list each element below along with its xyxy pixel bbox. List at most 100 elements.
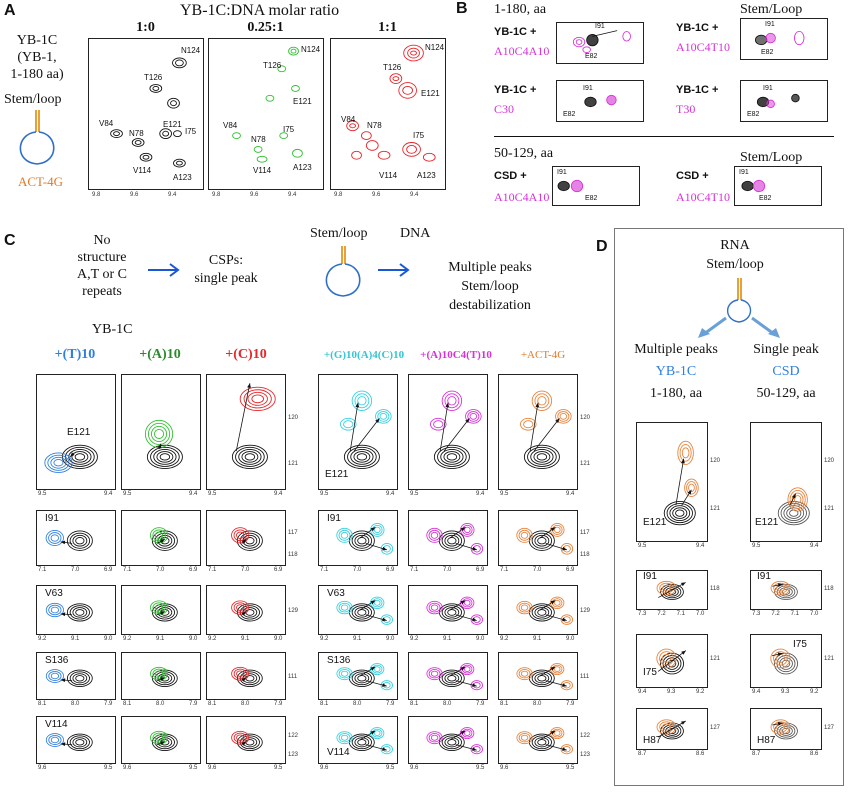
panel-b-label: B [456, 0, 468, 17]
panel-c-col-6: +ACT-4G [520, 349, 566, 361]
panel-c-spectrum [498, 510, 578, 566]
panel-c-contours [516, 596, 573, 625]
free-peak-contour [357, 609, 367, 616]
panel-c-contours [231, 600, 263, 622]
peak-label-I91: I91 [765, 21, 775, 28]
panel-d-spectrum: I91 [750, 570, 822, 610]
free-peak-contour [354, 673, 370, 684]
free-peak-contour [69, 532, 91, 549]
free-peak-contour [446, 453, 458, 461]
panel-c-tick: 8.1 [123, 701, 132, 707]
panel-b-row1-left-protein: YB-1C + [494, 26, 537, 38]
arrowhead-icon [382, 683, 387, 687]
peak-label-E82: E82 [585, 53, 598, 60]
panel-c-peak-label: E121 [67, 427, 91, 438]
arrowhead-icon [241, 611, 246, 616]
bound-peak-contour [144, 419, 174, 449]
panel-c-contours [426, 596, 483, 625]
panel-d-tick: 8.7 [638, 751, 647, 757]
panel-c-contours [340, 390, 392, 470]
panel-a-oligo: ACT-4G [18, 174, 64, 189]
peak-label-V114: V114 [379, 171, 398, 180]
free-peak-contour [69, 605, 90, 620]
free-peak-contour [441, 671, 462, 686]
panel-c-csp: CSPs: single peak [186, 252, 266, 288]
free-peak-contour [663, 501, 696, 526]
bound-peak-contour [516, 667, 533, 681]
panel-c-tick: 7.1 [38, 567, 47, 573]
panel-c-tick: 9.0 [476, 636, 485, 642]
bound-peak-contour [470, 614, 483, 625]
peak-label-I91: I91 [595, 23, 605, 30]
panel-c-tick: 120 [580, 414, 591, 421]
panel-c-spectrum [408, 374, 488, 490]
free-peak-contour [665, 587, 679, 597]
panel-c-col-5: +(A)10C4(T)10 [420, 349, 492, 361]
panel-c-dna: DNA [400, 226, 431, 241]
free-peak-contour [447, 537, 457, 545]
free-peak-contour [528, 530, 555, 551]
bound-peak-contour [463, 526, 471, 534]
peak-label-T126: T126 [383, 63, 402, 72]
panel-c-tick: 122 [288, 732, 299, 739]
bound-peak-contour [428, 602, 441, 613]
panel-c-tick: 8.1 [500, 701, 509, 707]
panel-c-spectrum [408, 585, 488, 635]
panel-d-spectrum: E121 [636, 422, 708, 542]
bound-peak-contour [380, 614, 393, 625]
bound-peak-contour [154, 428, 165, 439]
panel-c-tick: 6.9 [386, 567, 395, 573]
free-peak-contour [146, 444, 183, 470]
free-peak-contour [71, 451, 89, 463]
panel-c-col-4: +(G)10(A)4(C)10 [323, 349, 405, 361]
free-peak-contour [536, 453, 548, 461]
panel-c-tick: 6.9 [476, 567, 485, 573]
bound-peak-contour [518, 529, 531, 541]
bound-peak-contour [45, 733, 64, 747]
panel-c-tick: 7.9 [386, 701, 395, 707]
panel-b-row3-left-oligo: A10C4A10 [494, 190, 550, 204]
panel-d-spectrum: H87 [636, 708, 708, 750]
free-peak-contour [353, 451, 371, 463]
panel-d-contours [663, 440, 699, 526]
panel-c-tick: 7.0 [533, 567, 542, 573]
panel-c-spectrum [498, 585, 578, 635]
arrowhead-icon [687, 489, 692, 495]
bound-peak-contour [373, 599, 381, 606]
panel-d-tick: 127 [824, 724, 835, 731]
arrowhead-icon [550, 730, 556, 735]
peak-label-I91: I91 [583, 85, 593, 92]
panel-c-spectrum [206, 716, 286, 764]
bound-peak-contour [236, 670, 245, 677]
panel-d-tick: 7.0 [810, 611, 819, 617]
arrowhead-icon [370, 600, 376, 605]
panel-c-tick: 9.4 [566, 491, 575, 497]
panel-d-tick: 8.6 [810, 751, 819, 757]
bound-peak-contour [465, 409, 482, 424]
panel-d-label: D [596, 238, 608, 255]
panel-c-contours [150, 600, 178, 622]
bound-peak-contour [340, 734, 349, 741]
panel-b-row1-right-protein: YB-1C + [676, 22, 719, 34]
shift-arrow [353, 418, 380, 452]
bound-peak-contour [45, 602, 64, 618]
bound-peak-contour [460, 596, 475, 609]
arrowhead-icon [550, 600, 556, 605]
free-peak-contour [533, 451, 551, 463]
bound-peak-contour [231, 600, 250, 615]
panel-c-multiple-1: Multiple peaks [448, 260, 532, 275]
shift-arrow [235, 383, 251, 452]
bound-peak-contour [681, 447, 690, 459]
bound-peak-contour [152, 668, 166, 679]
panel-a-ratio-1: 1:0 [136, 20, 155, 35]
panel-a-protein-desc: (YB-1, [17, 50, 57, 65]
bound-peak-contour [553, 666, 561, 672]
panel-c-spectrum [408, 716, 488, 764]
panel-c-tick: 9.1 [353, 636, 362, 642]
panel-c-tick: 9.1 [241, 636, 250, 642]
bound-peak-contour [50, 736, 60, 744]
free-peak-contour [351, 605, 372, 620]
arrowhead-icon [460, 600, 466, 605]
panel-c-tick: 117 [580, 529, 590, 536]
free-peak-contour [74, 453, 86, 461]
